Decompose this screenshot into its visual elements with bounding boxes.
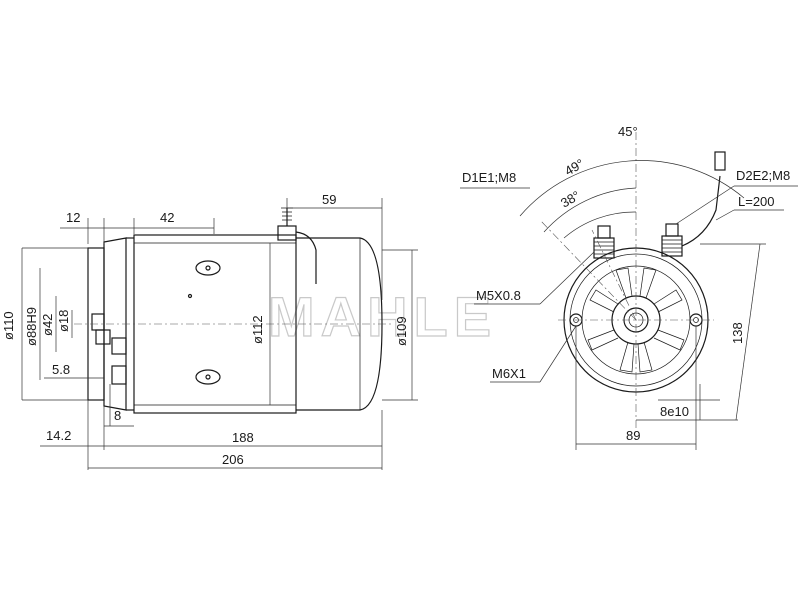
arc-45 (519, 160, 745, 217)
label-d1e1: D1E1;M8 (462, 170, 516, 185)
dim-59: 59 (322, 192, 336, 207)
angle-38: 38° (558, 188, 583, 211)
slot-bottom (195, 369, 221, 385)
arc-49 (543, 187, 637, 233)
ribs (587, 267, 685, 373)
end-view: 45° 49° 38° D1E1;M8 D2E2;M8 L=200 M5X0.8… (460, 124, 798, 450)
label-d2e2: D2E2;M8 (736, 168, 790, 183)
label-m5: M5X0.8 (476, 288, 521, 303)
dim-d88h9: ø88H9 (24, 307, 39, 346)
slot-top (195, 260, 221, 276)
lead-wire (681, 175, 721, 247)
dim-89: 89 (626, 428, 640, 443)
dim-14-2: 14.2 (46, 428, 71, 443)
dim-d18: ø18 (56, 310, 71, 332)
terminal-base (277, 225, 297, 241)
angle-45: 45° (618, 124, 638, 139)
dim-d112: ø112 (250, 315, 265, 344)
dim-d110: ø110 (1, 311, 16, 340)
cable (295, 231, 317, 284)
angle-49: 49° (562, 156, 587, 179)
watermark-logo: MAHLE (268, 285, 497, 348)
label-m6: M6X1 (492, 366, 526, 381)
dim-5-8: 5.8 (52, 362, 70, 377)
dim-42: 42 (160, 210, 174, 225)
dim-8: 8 (114, 408, 121, 423)
dim-206: 206 (222, 452, 244, 467)
arc-38 (563, 211, 637, 239)
terminal-left (593, 225, 615, 259)
dim-d109: ø109 (394, 316, 409, 346)
dim-8e10: 8e10 (660, 404, 689, 419)
side-view: 12 42 59 ø110 ø88H9 ø42 ø18 5.8 ø112 ø10… (1, 192, 418, 470)
terminal-right (661, 223, 683, 257)
shaft-spline (91, 313, 105, 331)
lead-connector (714, 151, 726, 171)
label-lead: L=200 (738, 194, 775, 209)
dim-138: 138 (730, 322, 745, 344)
dim-d42: ø42 (40, 314, 55, 336)
dim-188: 188 (232, 430, 254, 445)
dim-12: 12 (66, 210, 80, 225)
